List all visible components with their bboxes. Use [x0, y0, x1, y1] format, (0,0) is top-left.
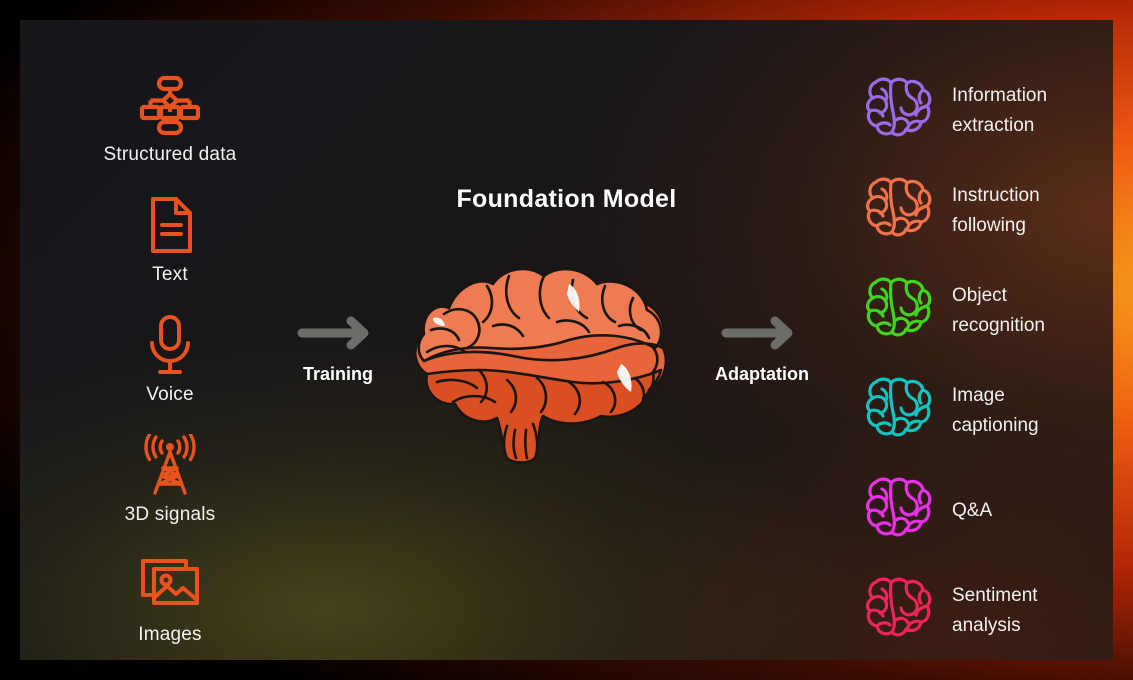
brain-icon	[860, 75, 936, 147]
diagram-panel: Structured data Text	[20, 20, 1113, 660]
input-label: 3D signals	[124, 504, 216, 525]
output-item-information-extraction: Information extraction	[860, 75, 1047, 147]
output-item-image-captioning: Image captioning	[860, 375, 1039, 447]
brain-icon	[860, 575, 936, 647]
input-label: Structured data	[103, 144, 237, 165]
flow-adaptation: Adaptation	[687, 310, 837, 385]
output-label: Object recognition	[952, 285, 1045, 336]
output-item-sentiment-analysis: Sentiment analysis	[860, 575, 1038, 647]
input-modalities-column: Structured data Text	[20, 20, 320, 660]
antenna-icon	[20, 430, 320, 500]
output-label: Sentiment analysis	[952, 585, 1038, 636]
output-item-instruction-following: Instruction following	[860, 175, 1040, 247]
input-item-structured-data: Structured data	[20, 70, 320, 166]
output-tasks-column: Information extraction Instruction follo…	[860, 20, 1113, 660]
arrow-right-icon	[687, 310, 837, 356]
flow-label: Training	[302, 364, 373, 384]
flow-label: Adaptation	[715, 364, 809, 384]
arrow-right-icon	[263, 310, 413, 356]
images-icon	[20, 550, 320, 620]
input-item-voice: Voice	[20, 310, 320, 406]
flow-training: Training	[263, 310, 413, 385]
hierarchy-icon	[20, 70, 320, 140]
output-label: Instruction following	[952, 185, 1040, 236]
brain-icon	[860, 475, 936, 547]
input-label: Text	[152, 264, 188, 285]
microphone-icon	[20, 310, 320, 380]
brain-icon	[860, 175, 936, 247]
input-label: Images	[138, 624, 202, 645]
brain-icon	[860, 275, 936, 347]
input-item-text: Text	[20, 190, 320, 286]
output-item-object-recognition: Object recognition	[860, 275, 1045, 347]
output-label: Image captioning	[952, 385, 1039, 436]
foundation-model-brain-illustration	[397, 230, 697, 465]
input-item-images: Images	[20, 550, 320, 646]
output-item-qa: Q&A	[860, 475, 992, 547]
page-title: Foundation Model	[456, 185, 677, 213]
output-label: Q&A	[952, 500, 993, 521]
input-item-3d-signals: 3D signals	[20, 430, 320, 526]
output-label: Information extraction	[952, 85, 1048, 136]
input-label: Voice	[146, 384, 194, 405]
document-icon	[20, 190, 320, 260]
brain-icon	[860, 375, 936, 447]
